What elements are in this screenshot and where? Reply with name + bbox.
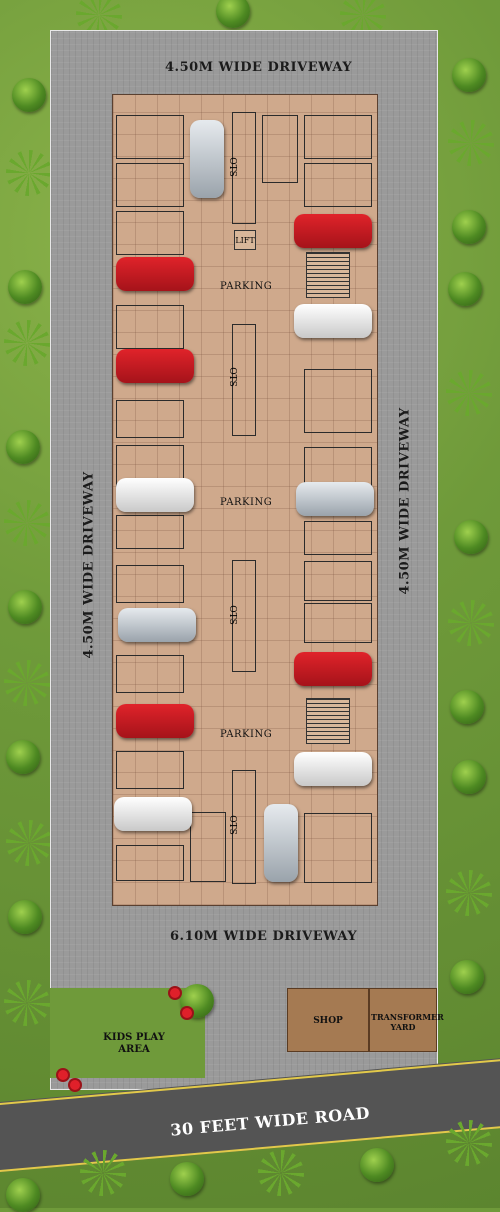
bottom-driveway-label: 6.10M WIDE DRIVEWAY — [170, 929, 358, 944]
palm-tree-icon — [446, 870, 492, 916]
tree-icon — [170, 1162, 204, 1196]
car-red — [294, 214, 372, 248]
parking-slot — [116, 211, 184, 255]
ots-label: OTS — [226, 815, 237, 835]
ots-shaft — [232, 112, 256, 224]
parking-slot — [262, 115, 298, 183]
parking-slot — [116, 565, 184, 603]
tree-icon — [216, 0, 250, 28]
parking-label: PARKING — [220, 281, 273, 292]
transformer-yard-block — [369, 988, 437, 1052]
ots-shaft — [232, 324, 256, 436]
palm-tree-icon — [6, 820, 52, 866]
palm-tree-icon — [4, 320, 50, 366]
parking-slot — [116, 163, 184, 207]
flower-icon — [170, 988, 180, 998]
car-red — [116, 257, 194, 291]
tree-icon — [6, 740, 40, 774]
lift-box — [234, 230, 256, 250]
car-white — [114, 797, 192, 831]
tree-icon — [12, 78, 46, 112]
staircase — [306, 252, 350, 298]
parking-label: PARKING — [220, 497, 273, 508]
kids-play-label: KIDS PLAY AREA — [103, 1032, 165, 1055]
parking-slot — [190, 812, 226, 882]
ots-label: OTS — [226, 605, 237, 625]
palm-tree-icon — [446, 1120, 492, 1166]
tree-icon — [8, 270, 42, 304]
tree-icon — [8, 590, 42, 624]
tree-icon — [6, 1178, 40, 1212]
shop-block — [287, 988, 369, 1052]
transformer-label: TRANSFORMER YARD — [371, 1012, 444, 1032]
car-red — [294, 652, 372, 686]
car-silver — [264, 804, 298, 882]
tree-icon — [6, 430, 40, 464]
tree-icon — [360, 1148, 394, 1182]
parking-slot — [116, 115, 184, 159]
tree-icon — [450, 960, 484, 994]
parking-slot — [304, 163, 372, 207]
car-white — [116, 478, 194, 512]
car-red — [116, 704, 194, 738]
palm-tree-icon — [448, 600, 494, 646]
ots-label: OTS — [226, 157, 237, 177]
tree-icon — [454, 520, 488, 554]
right-driveway-label: 4.50M WIDE DRIVEWAY — [397, 407, 413, 595]
car-silver — [190, 120, 224, 198]
left-driveway-label: 4.50M WIDE DRIVEWAY — [81, 471, 97, 659]
flower-icon — [182, 1008, 192, 1018]
left-parking-column — [116, 115, 184, 905]
right-parking-column — [304, 115, 372, 905]
parking-slot — [116, 515, 184, 549]
tree-icon — [452, 760, 486, 794]
ots-shaft — [232, 770, 256, 884]
parking-slot — [304, 603, 372, 643]
parking-label: PARKING — [220, 729, 273, 740]
parking-slot — [304, 447, 372, 487]
parking-slot — [304, 521, 372, 555]
parking-slot — [116, 305, 184, 349]
car-white — [294, 304, 372, 338]
palm-tree-icon — [4, 500, 50, 546]
palm-tree-icon — [6, 150, 52, 196]
parking-slot — [116, 751, 184, 789]
car-silver — [296, 482, 374, 516]
shop-label: SHOP — [313, 1016, 343, 1026]
parking-slot — [304, 561, 372, 601]
kids-play-area — [50, 988, 205, 1078]
palm-tree-icon — [448, 120, 494, 166]
flower-icon — [70, 1080, 80, 1090]
parking-slot — [304, 369, 372, 433]
palm-tree-icon — [258, 1150, 304, 1196]
palm-tree-icon — [80, 1150, 126, 1196]
tree-icon — [448, 272, 482, 306]
parking-slot — [304, 115, 372, 159]
top-driveway-label: 4.50M WIDE DRIVEWAY — [165, 60, 353, 75]
flower-icon — [58, 1070, 68, 1080]
parking-slot — [304, 813, 372, 883]
ots-label: OTS — [226, 367, 237, 387]
tree-icon — [452, 210, 486, 244]
palm-tree-icon — [446, 370, 492, 416]
parking-slot — [116, 655, 184, 693]
car-white — [294, 752, 372, 786]
lift-label: LIFT — [235, 236, 255, 245]
car-red — [116, 349, 194, 383]
tree-icon — [8, 900, 42, 934]
palm-tree-icon — [4, 980, 50, 1026]
staircase — [306, 698, 350, 744]
palm-tree-icon — [4, 660, 50, 706]
tree-icon — [450, 690, 484, 724]
tree-icon — [452, 58, 486, 92]
parking-slot — [116, 400, 184, 438]
parking-slot — [116, 845, 184, 881]
car-silver — [118, 608, 196, 642]
ots-shaft — [232, 560, 256, 672]
